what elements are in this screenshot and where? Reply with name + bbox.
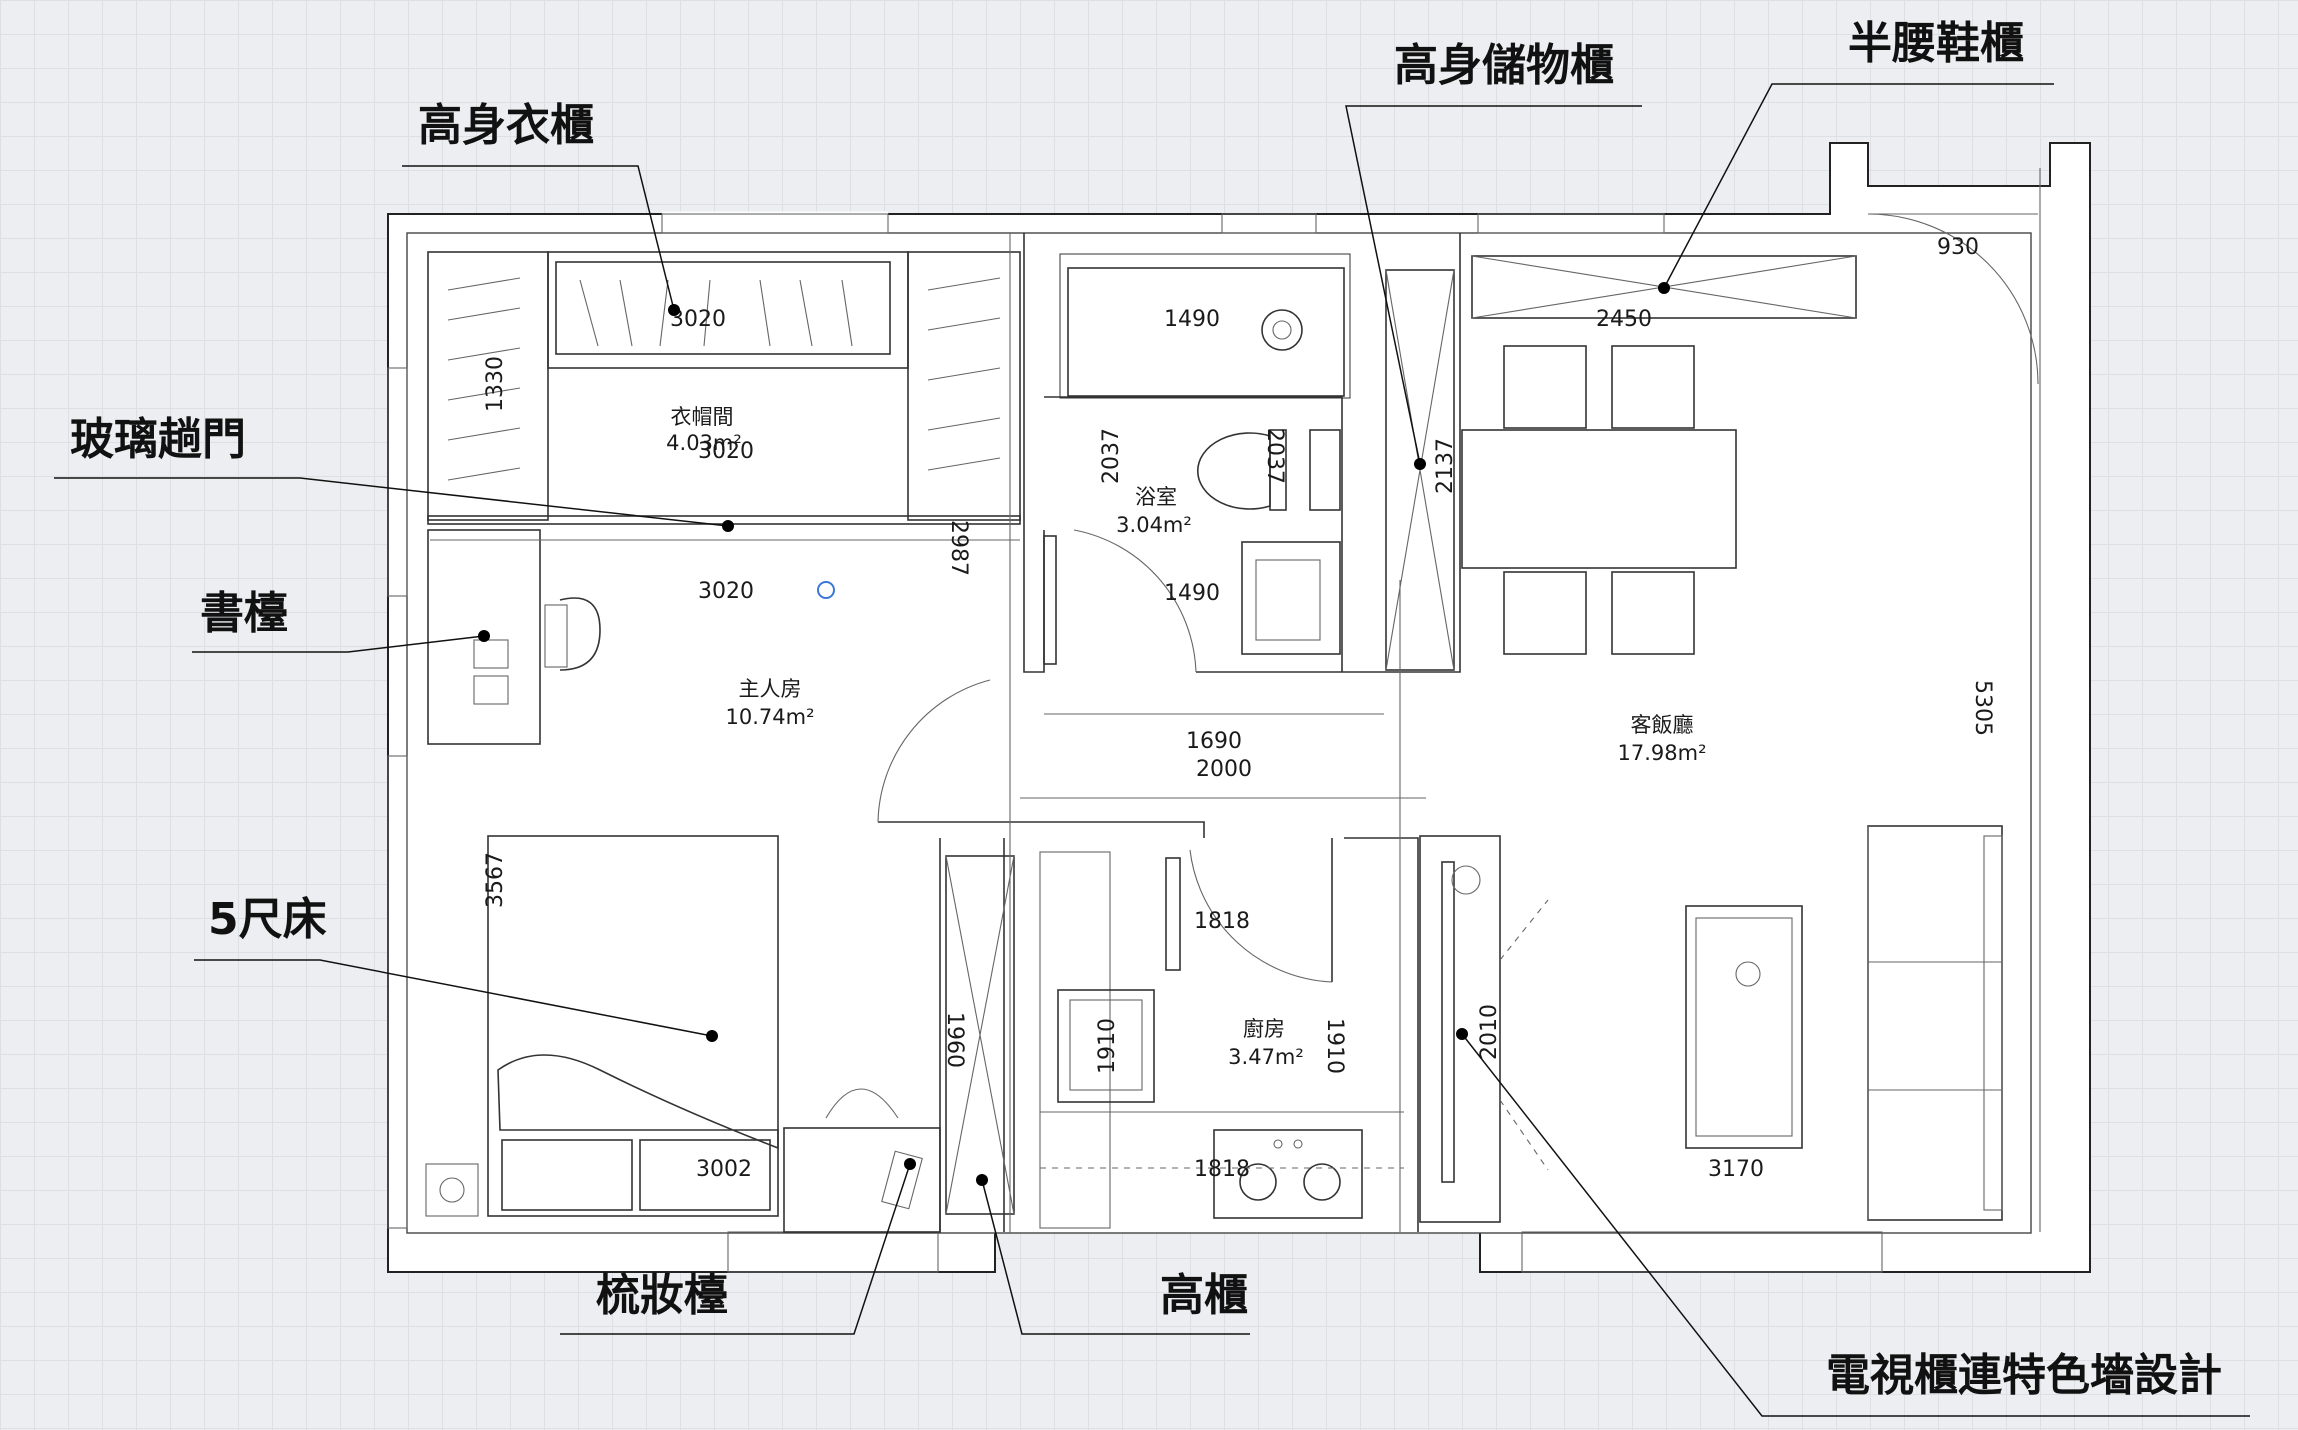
callout-tv-cabinet: 電視櫃連特色墻設計 [1826, 1350, 2222, 1401]
room-bedroom-area: 10.74m² [726, 705, 815, 729]
marker-circle [817, 581, 835, 599]
dim-kitchen-left: 1910 [1095, 1018, 1120, 1074]
leader-lines [54, 83, 2250, 1417]
bed [487, 835, 779, 1217]
dim-kitchen-top: 1818 [1194, 909, 1250, 934]
room-bathroom-area: 3.04m² [1116, 513, 1192, 537]
callout-bed: 5尺床 [208, 894, 327, 945]
hangers [447, 277, 1001, 481]
room-bathroom-name: 浴室 [1135, 485, 1177, 509]
dimension-labels: 3020 3020 3020 1330 2987 3567 3002 1490 … [483, 235, 1995, 1182]
dim-shoe-cab: 2450 [1596, 307, 1652, 332]
room-kitchen-name: 廚房 [1243, 1017, 1285, 1041]
room-closet-name: 衣帽間 [671, 405, 734, 429]
outer-walls [387, 142, 2091, 1273]
callout-tall-cabinet: 高櫃 [1160, 1270, 1248, 1321]
dimension-lines [430, 168, 2041, 1233]
kitchen [1039, 851, 1404, 1229]
callout-tall-storage: 高身儲物櫃 [1394, 40, 1614, 91]
room-living-name: 客飯廳 [1631, 713, 1694, 737]
dim-kitchen-right: 1910 [1322, 1018, 1347, 1074]
dim-bath-left: 2037 [1099, 428, 1124, 484]
dim-bedroom-width: 3020 [698, 579, 754, 604]
dim-bath-top: 1490 [1164, 307, 1220, 332]
dim-corridor-2: 2000 [1196, 757, 1252, 782]
room-labels: 衣帽間 4.03m² 主人房 10.74m² 浴室 3.04m² 客飯廳 17.… [666, 405, 1706, 1069]
room-closet-area: 4.03m² [666, 431, 742, 455]
dim-corridor-1: 1690 [1186, 729, 1242, 754]
dim-bedroom-height: 2987 [946, 520, 971, 576]
callout-tall-wardrobe: 高身衣櫃 [418, 100, 594, 151]
dim-living-bottom: 3170 [1708, 1157, 1764, 1182]
room-bedroom-name: 主人房 [739, 677, 802, 701]
dim-closet-height: 1330 [483, 356, 508, 412]
dim-corridor-cab: 2137 [1433, 438, 1458, 494]
callout-glass-sliding-door: 玻璃趟門 [70, 414, 246, 465]
dim-living-height: 5305 [1970, 680, 1995, 736]
callout-dressing-table: 梳妝檯 [596, 1270, 728, 1321]
room-kitchen-area: 3.47m² [1228, 1045, 1304, 1069]
dim-tv-wall: 2010 [1477, 1004, 1502, 1060]
dim-door-width: 930 [1937, 235, 1979, 260]
callout-labels: 高身衣櫃 玻璃趟門 書檯 5尺床 梳妝檯 高櫃 高身儲物櫃 半腰鞋櫃 電視櫃連特… [70, 18, 2222, 1401]
living-dining [1419, 255, 2003, 1223]
dim-closet-mid: 3020 [698, 439, 754, 464]
dim-bedroom-bottom: 3002 [696, 1157, 752, 1182]
bathroom [1043, 253, 1351, 665]
callout-desk: 書檯 [200, 588, 288, 639]
dim-bath-right: 2037 [1262, 428, 1287, 484]
master-bedroom [425, 529, 1015, 1233]
room-living-area: 17.98m² [1618, 741, 1707, 765]
dim-tall-cab: 1960 [942, 1012, 967, 1068]
callout-shoe-cabinet: 半腰鞋櫃 [1848, 18, 2024, 69]
dim-bath-bottom: 1490 [1164, 581, 1220, 606]
dim-bedroom-depth: 3567 [483, 852, 508, 908]
dim-kitchen-bottom: 1818 [1194, 1157, 1250, 1182]
